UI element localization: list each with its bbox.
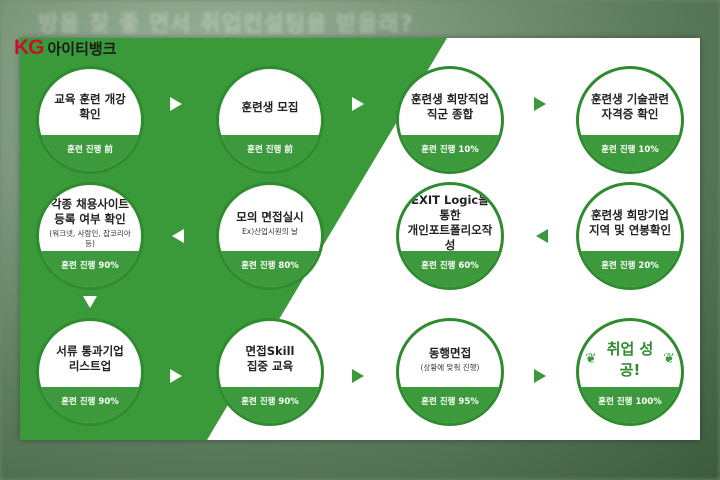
step-2-title: 훈련생 모집 [241,99,299,114]
arrow-left-icon [172,229,184,243]
step-5-node: 훈련생 희망기업 지역 및 연봉확인 훈련 진행 20% [576,182,684,290]
step-1-status: 훈련 진행 前 [39,135,141,171]
arrow-right-icon [352,97,364,111]
laurel-left-icon: ❦ [585,351,597,367]
step-10-title: 면접Skill 집중 교육 [245,344,295,373]
arrow-left-icon [536,229,548,243]
kg-itbank-logo: KG 아이티뱅크 [14,36,117,60]
step-7-status: 훈련 진행 80% [219,251,321,287]
arrow-right-icon [170,97,182,111]
step-6-title: EXIT Logic을 통한 개인포트폴리오작성 [407,193,493,252]
step-1-node: 교육 훈련 개강 확인 훈련 진행 前 [36,66,144,174]
step-7-node: 모의 면접실시 Ex)산업시원의 날 훈련 진행 80% [216,182,324,290]
step-6-status: 훈련 진행 60% [399,251,501,287]
background-headline: 방을 찾 좋 면서 취업컨설팅을 받을래? [38,12,414,37]
step-8-subtitle: (워크넷, 사람인, 잡코리아 등) [49,229,131,248]
logo-text: 아이티뱅크 [47,39,117,58]
arrow-left-icon [354,229,366,243]
step-10-status: 훈련 진행 90% [219,387,321,423]
step-5-status: 훈련 진행 20% [579,251,681,287]
arrow-down-icon [623,160,637,172]
step-1-title: 교육 훈련 개강 확인 [54,92,126,121]
step-10-node: 면접Skill 집중 교육 훈련 진행 90% [216,318,324,426]
step-8-status: 훈련 진행 90% [39,251,141,287]
logo-mark: KG [14,36,44,59]
step-4-title: 훈련생 기술관련 자격증 확인 [590,92,670,121]
step-9-title: 서류 통과기업 리스트업 [56,344,124,373]
step-9-node: 서류 통과기업 리스트업 훈련 진행 90% [36,318,144,426]
arrow-right-icon [352,369,364,383]
step-6-node: EXIT Logic을 통한 개인포트폴리오작성 훈련 진행 60% [396,182,504,290]
process-panel: 교육 훈련 개강 확인 훈련 진행 前 훈련생 모집 훈련 진행 前 훈련생 희… [20,38,700,440]
step-11-title: 동행면접 [428,345,472,360]
step-11-status: 훈련 진행 95% [399,387,501,423]
step-7-subtitle: Ex)산업시원의 날 [242,226,298,236]
step-12-status: 훈련 진행 100% [579,387,681,423]
step-11-node: 동행면접 (상황에 맞춰 진행) 훈련 진행 95% [396,318,504,426]
step-4-node: 훈련생 기술관련 자격증 확인 훈련 진행 10% [576,66,684,174]
arrow-right-icon [534,97,546,111]
step-12-title: 취업 성공! [606,340,654,379]
arrow-right-icon [534,369,546,383]
step-7-title: 모의 면접실시 [236,209,304,224]
success-headline: ❦ 취업 성공! ❦ [585,338,675,380]
step-2-status: 훈련 진행 前 [219,135,321,171]
step-3-node: 훈련생 희망직업 직군 종합 훈련 진행 10% [396,66,504,174]
arrow-right-icon [170,369,182,383]
step-3-status: 훈련 진행 10% [399,135,501,171]
step-11-subtitle: (상황에 맞춰 진행) [420,362,480,372]
step-3-title: 훈련생 희망직업 직군 종합 [410,92,490,121]
arrow-down-icon [83,296,97,308]
step-2-node: 훈련생 모집 훈련 진행 前 [216,66,324,174]
step-8-node: 각종 채용사이트 등록 여부 확인 (워크넷, 사람인, 잡코리아 등) 훈련 … [36,182,144,290]
step-9-status: 훈련 진행 90% [39,387,141,423]
step-8-title: 각종 채용사이트 등록 여부 확인 [50,197,130,226]
step-5-title: 훈련생 희망기업 지역 및 연봉확인 [588,208,672,237]
laurel-right-icon: ❦ [663,351,675,367]
step-12-node: ❦ 취업 성공! ❦ 훈련 진행 100% [576,318,684,426]
